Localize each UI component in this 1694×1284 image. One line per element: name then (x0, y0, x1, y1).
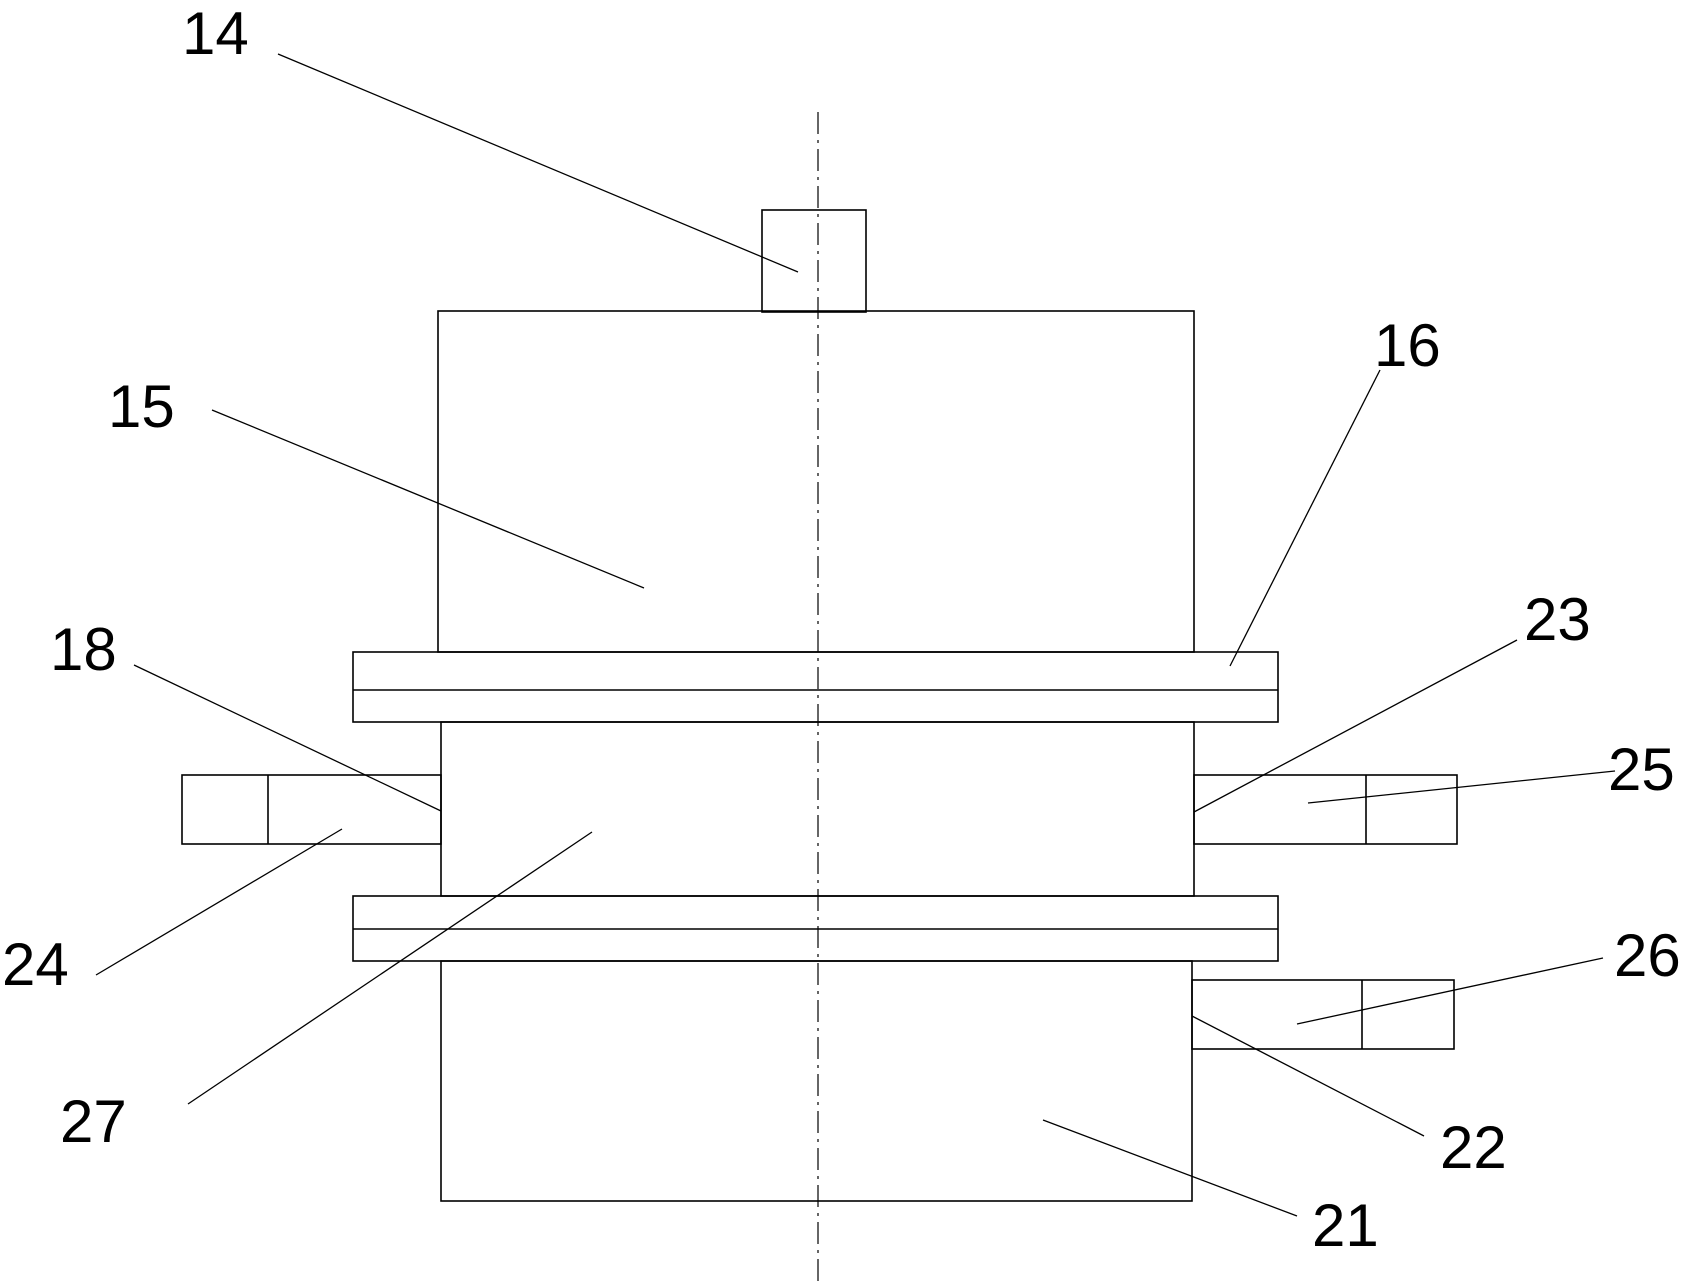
leader-line-14 (277, 53, 799, 273)
callout-16: 16 (1374, 312, 1441, 379)
callout-14: 14 (182, 0, 249, 67)
leader-line-21 (1042, 1119, 1298, 1217)
leader-line-23 (1193, 639, 1518, 813)
upper-flange-16 (352, 651, 1279, 723)
leader-line-27 (187, 831, 593, 1105)
leader-line-15 (211, 409, 645, 589)
callout-25: 25 (1608, 736, 1675, 803)
leader-line-16 (1229, 369, 1381, 667)
callout-18: 18 (50, 616, 117, 683)
top-block-14 (761, 209, 867, 313)
callout-21: 21 (1312, 1192, 1379, 1259)
callout-27: 27 (60, 1088, 127, 1155)
leader-line-18 (133, 664, 442, 812)
callout-22: 22 (1440, 1114, 1507, 1181)
callout-23: 23 (1524, 586, 1591, 653)
lower-body-21 (440, 960, 1193, 1202)
leader-line-25 (1307, 770, 1616, 804)
callout-24: 24 (2, 931, 69, 998)
left-arm-24 (181, 774, 442, 845)
callout-26: 26 (1614, 922, 1681, 989)
right-lower-arm-26 (1191, 979, 1455, 1050)
right-arm-25 (1193, 774, 1458, 845)
leader-line-26 (1296, 957, 1604, 1025)
upper-body-15 (437, 310, 1195, 653)
leader-line-22 (1191, 1015, 1425, 1137)
leader-line-24 (95, 828, 343, 976)
callout-15: 15 (108, 373, 175, 440)
